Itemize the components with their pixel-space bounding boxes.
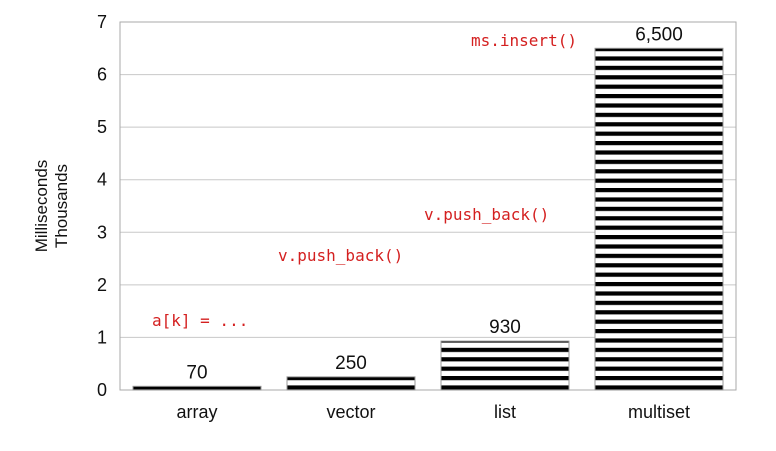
value-label-vector: 250	[335, 353, 367, 374]
bar-multiset	[594, 47, 724, 391]
y-tick-label: 6	[97, 65, 107, 85]
annotation-vector: v.push_back()	[278, 246, 403, 265]
y-tick-label: 5	[97, 117, 107, 137]
y-tick-label: 1	[97, 327, 107, 347]
value-label-array: 70	[186, 362, 207, 383]
value-label-multiset: 6,500	[635, 24, 683, 45]
bars	[132, 47, 724, 391]
y-tick-label: 4	[97, 170, 107, 190]
category-label-list: list	[494, 402, 516, 422]
bar-list	[440, 340, 570, 391]
y-axis-label-line1: Milliseconds	[32, 160, 51, 253]
bar-array	[132, 385, 262, 391]
annotation-array: a[k] = ...	[152, 311, 248, 330]
value-labels: 70 250 930 6,500	[186, 24, 682, 383]
annotation-list: v.push_back()	[424, 205, 549, 224]
category-label-vector: vector	[326, 402, 375, 422]
annotation-multiset: ms.insert()	[471, 31, 577, 50]
y-axis-label-line2: Thousands	[52, 164, 71, 248]
bar-vector	[286, 376, 416, 391]
y-tick-label: 7	[97, 12, 107, 32]
y-tick-label: 2	[97, 275, 107, 295]
category-label-multiset: multiset	[628, 402, 690, 422]
y-tick-label: 0	[97, 380, 107, 400]
value-label-list: 930	[489, 317, 521, 338]
category-label-array: array	[176, 402, 217, 422]
y-tick-labels: 0 1 2 3 4 5 6 7	[97, 12, 107, 400]
category-labels: array vector list multiset	[176, 402, 690, 422]
y-tick-label: 3	[97, 222, 107, 242]
plot-frame	[119, 21, 737, 391]
